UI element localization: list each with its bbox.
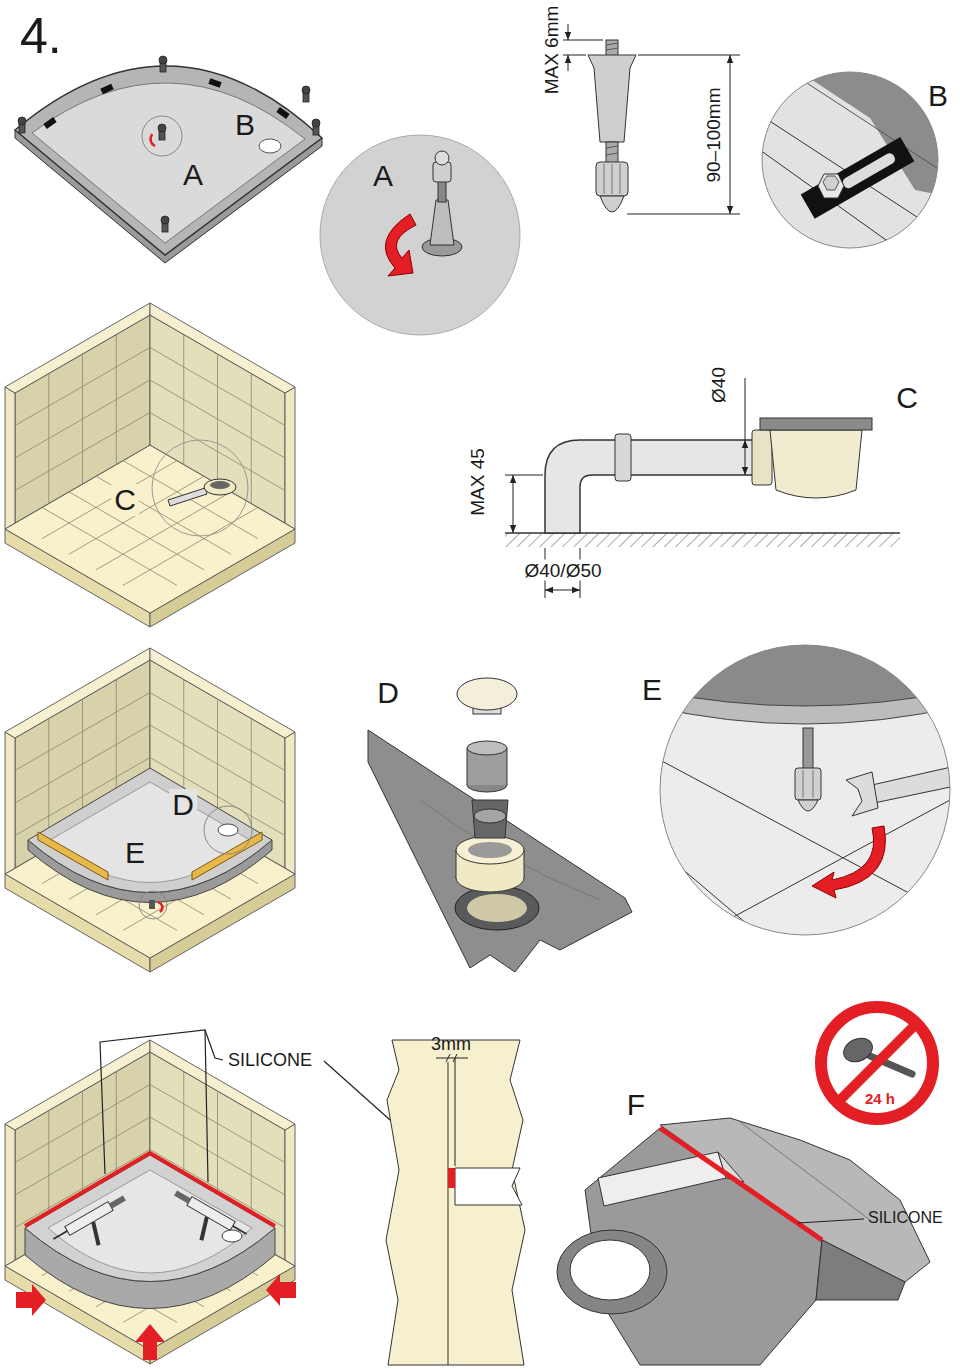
wall-end xyxy=(5,732,15,874)
detail-a xyxy=(320,135,520,335)
step-number: 4. xyxy=(20,11,62,61)
dimension-label: Ø40 xyxy=(709,367,728,403)
detail-letter: E xyxy=(642,675,662,705)
tile-joint xyxy=(15,380,150,458)
dimension-label: 90–100mm xyxy=(704,87,723,182)
wall-section xyxy=(386,1040,525,1365)
tile-joint xyxy=(48,374,49,504)
dimension-label: MAX 45 xyxy=(468,448,487,516)
detail-letter: C xyxy=(896,383,918,413)
wall-cap xyxy=(150,303,295,393)
siphon-detail xyxy=(505,378,900,598)
detail-letter: D xyxy=(169,789,197,821)
detail-f xyxy=(557,1118,930,1365)
tile-joint xyxy=(42,507,177,585)
wall-cap xyxy=(5,1040,150,1130)
detail-letter: A xyxy=(183,160,203,190)
tiled-room xyxy=(5,1040,295,1364)
dimension-label: Ø40/Ø50 xyxy=(521,560,604,581)
wall-cap xyxy=(5,648,150,738)
wall-end xyxy=(285,387,295,529)
wall-end xyxy=(285,1124,295,1266)
detail-letter: F xyxy=(627,1090,645,1120)
wall-end xyxy=(5,1124,15,1266)
tile-joint xyxy=(15,413,150,491)
drain-exploded-view xyxy=(368,678,632,972)
no-shower-sign xyxy=(821,1007,933,1119)
material-label: SILICONE xyxy=(868,1210,943,1226)
detail-letter: E xyxy=(122,837,148,869)
wall-cap xyxy=(150,648,295,738)
detail-letter: B xyxy=(235,110,255,140)
foot-dimension-drawing xyxy=(563,24,740,214)
tile-joint xyxy=(123,461,258,539)
detail-letter: D xyxy=(377,678,399,708)
floor-siphon xyxy=(152,440,248,536)
dimension-label: MAX 6mm xyxy=(542,6,561,95)
tile-joint xyxy=(42,461,177,539)
dimension-label: 3mm xyxy=(431,1035,471,1053)
wall-cap xyxy=(5,303,150,393)
tray-in-room xyxy=(28,768,272,919)
material-label: SILICONE xyxy=(228,1051,312,1069)
wall-end xyxy=(285,732,295,874)
detail-e xyxy=(650,640,960,940)
tray-sealing xyxy=(16,1030,446,1360)
tray-underside xyxy=(15,56,322,263)
tile-joint xyxy=(69,476,204,554)
wall-end xyxy=(5,387,15,529)
tile-joint xyxy=(251,374,252,504)
detail-b xyxy=(760,70,940,250)
tiled-room xyxy=(5,648,295,972)
detail-letter: A xyxy=(373,161,393,191)
tile-joint xyxy=(150,380,285,458)
time-label: 24 h xyxy=(865,1091,895,1106)
tile-joint xyxy=(123,507,258,585)
tiled-room xyxy=(5,303,295,627)
detail-letter: C xyxy=(111,484,139,516)
detail-letter: B xyxy=(928,81,948,111)
